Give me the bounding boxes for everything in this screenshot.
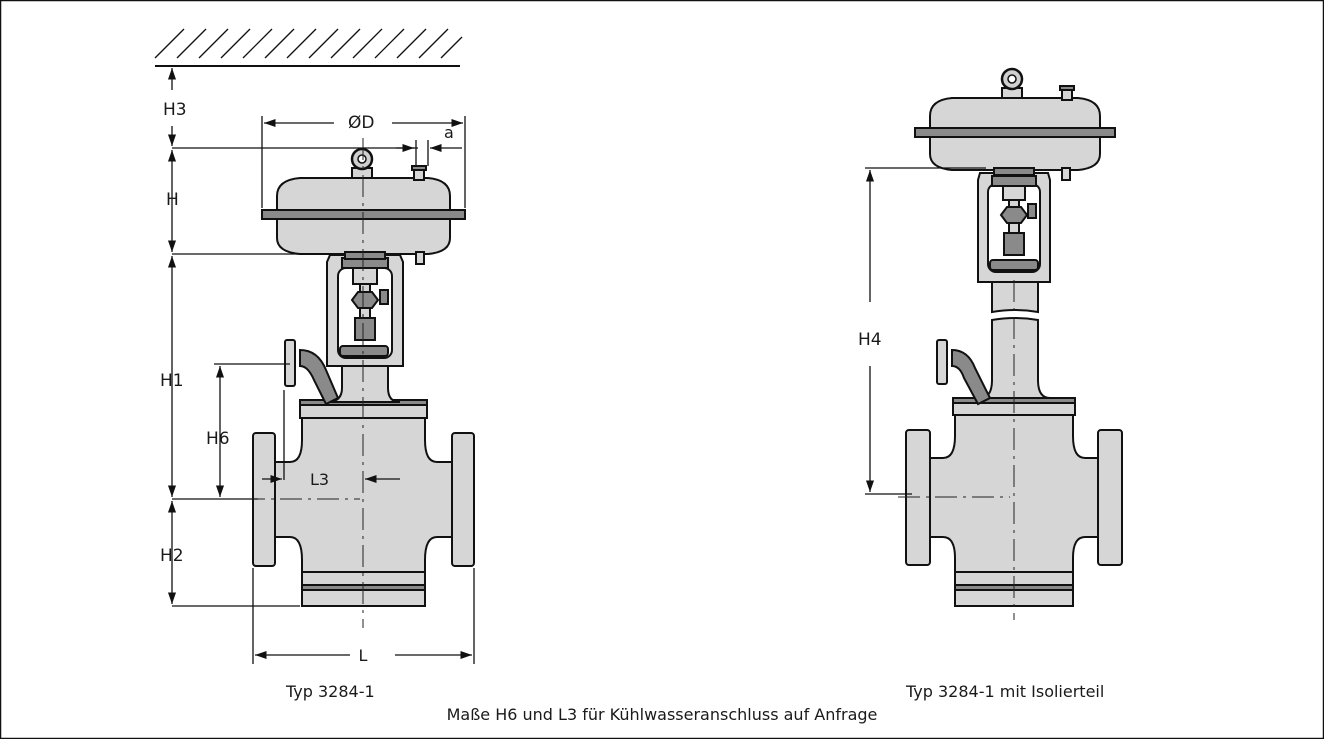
label-l: L [359, 646, 368, 665]
label-h3: H3 [163, 100, 187, 120]
right-coupling [999, 206, 1029, 224]
right-travel-indicator [1027, 203, 1037, 219]
left-top-connection-cap [411, 165, 427, 171]
right-actuator-lower [929, 136, 1101, 171]
right-insulating-section [979, 317, 1051, 399]
right-flange-right [1097, 429, 1123, 566]
left-stem-nut [352, 267, 378, 285]
valve-right [905, 67, 1123, 607]
left-stem-block [354, 317, 376, 341]
label-h: H [166, 190, 179, 210]
right-top-connection-cap [1059, 85, 1075, 91]
left-flange-right [451, 432, 475, 567]
label-h6: H6 [206, 429, 230, 449]
right-yoke-base [989, 259, 1039, 271]
left-dimensions [167, 68, 475, 664]
right-cooling-pipe [951, 348, 992, 406]
left-eyebolt-hole [357, 154, 367, 164]
label-h2: H2 [160, 546, 184, 566]
left-travel-indicator [379, 289, 389, 305]
right-stem-nut [1002, 185, 1026, 201]
right-actuator-vent [1061, 167, 1071, 181]
right-upper-stub [991, 279, 1039, 314]
label-l3: L3 [310, 470, 329, 489]
left-coupling [350, 291, 380, 309]
left-cooling-pipe [299, 348, 340, 406]
left-actuator-lower [276, 218, 451, 255]
label-diameter-d: ØD [348, 113, 374, 133]
left-valve-body [274, 417, 453, 573]
ceiling-hatch [154, 28, 463, 67]
left-actuator-vent [415, 251, 425, 265]
right-actuator-flange [914, 127, 1116, 138]
caption-right: Typ 3284-1 mit Isolierteil [905, 682, 1104, 701]
left-actuator-neck [344, 251, 386, 260]
label-h1: H1 [160, 371, 184, 391]
right-eyebolt-hole [1007, 74, 1017, 84]
left-yoke-base [339, 345, 389, 357]
left-cooling-flange [284, 339, 296, 387]
right-actuator-upper [929, 97, 1101, 131]
right-cooling-flange [936, 339, 948, 385]
left-neck [326, 365, 401, 403]
label-h4: H4 [858, 330, 882, 350]
left-stem-lower [359, 307, 371, 319]
right-actuator-neck [993, 167, 1035, 176]
right-stem-block [1003, 232, 1025, 256]
right-stem-top [991, 175, 1037, 187]
right-dimensions [865, 167, 986, 495]
right-stem-lower [1008, 222, 1020, 234]
caption-note: Maße H6 und L3 für Kühlwasseranschluss a… [447, 705, 878, 724]
label-a: a [444, 123, 454, 142]
caption-left: Typ 3284-1 [285, 682, 375, 701]
